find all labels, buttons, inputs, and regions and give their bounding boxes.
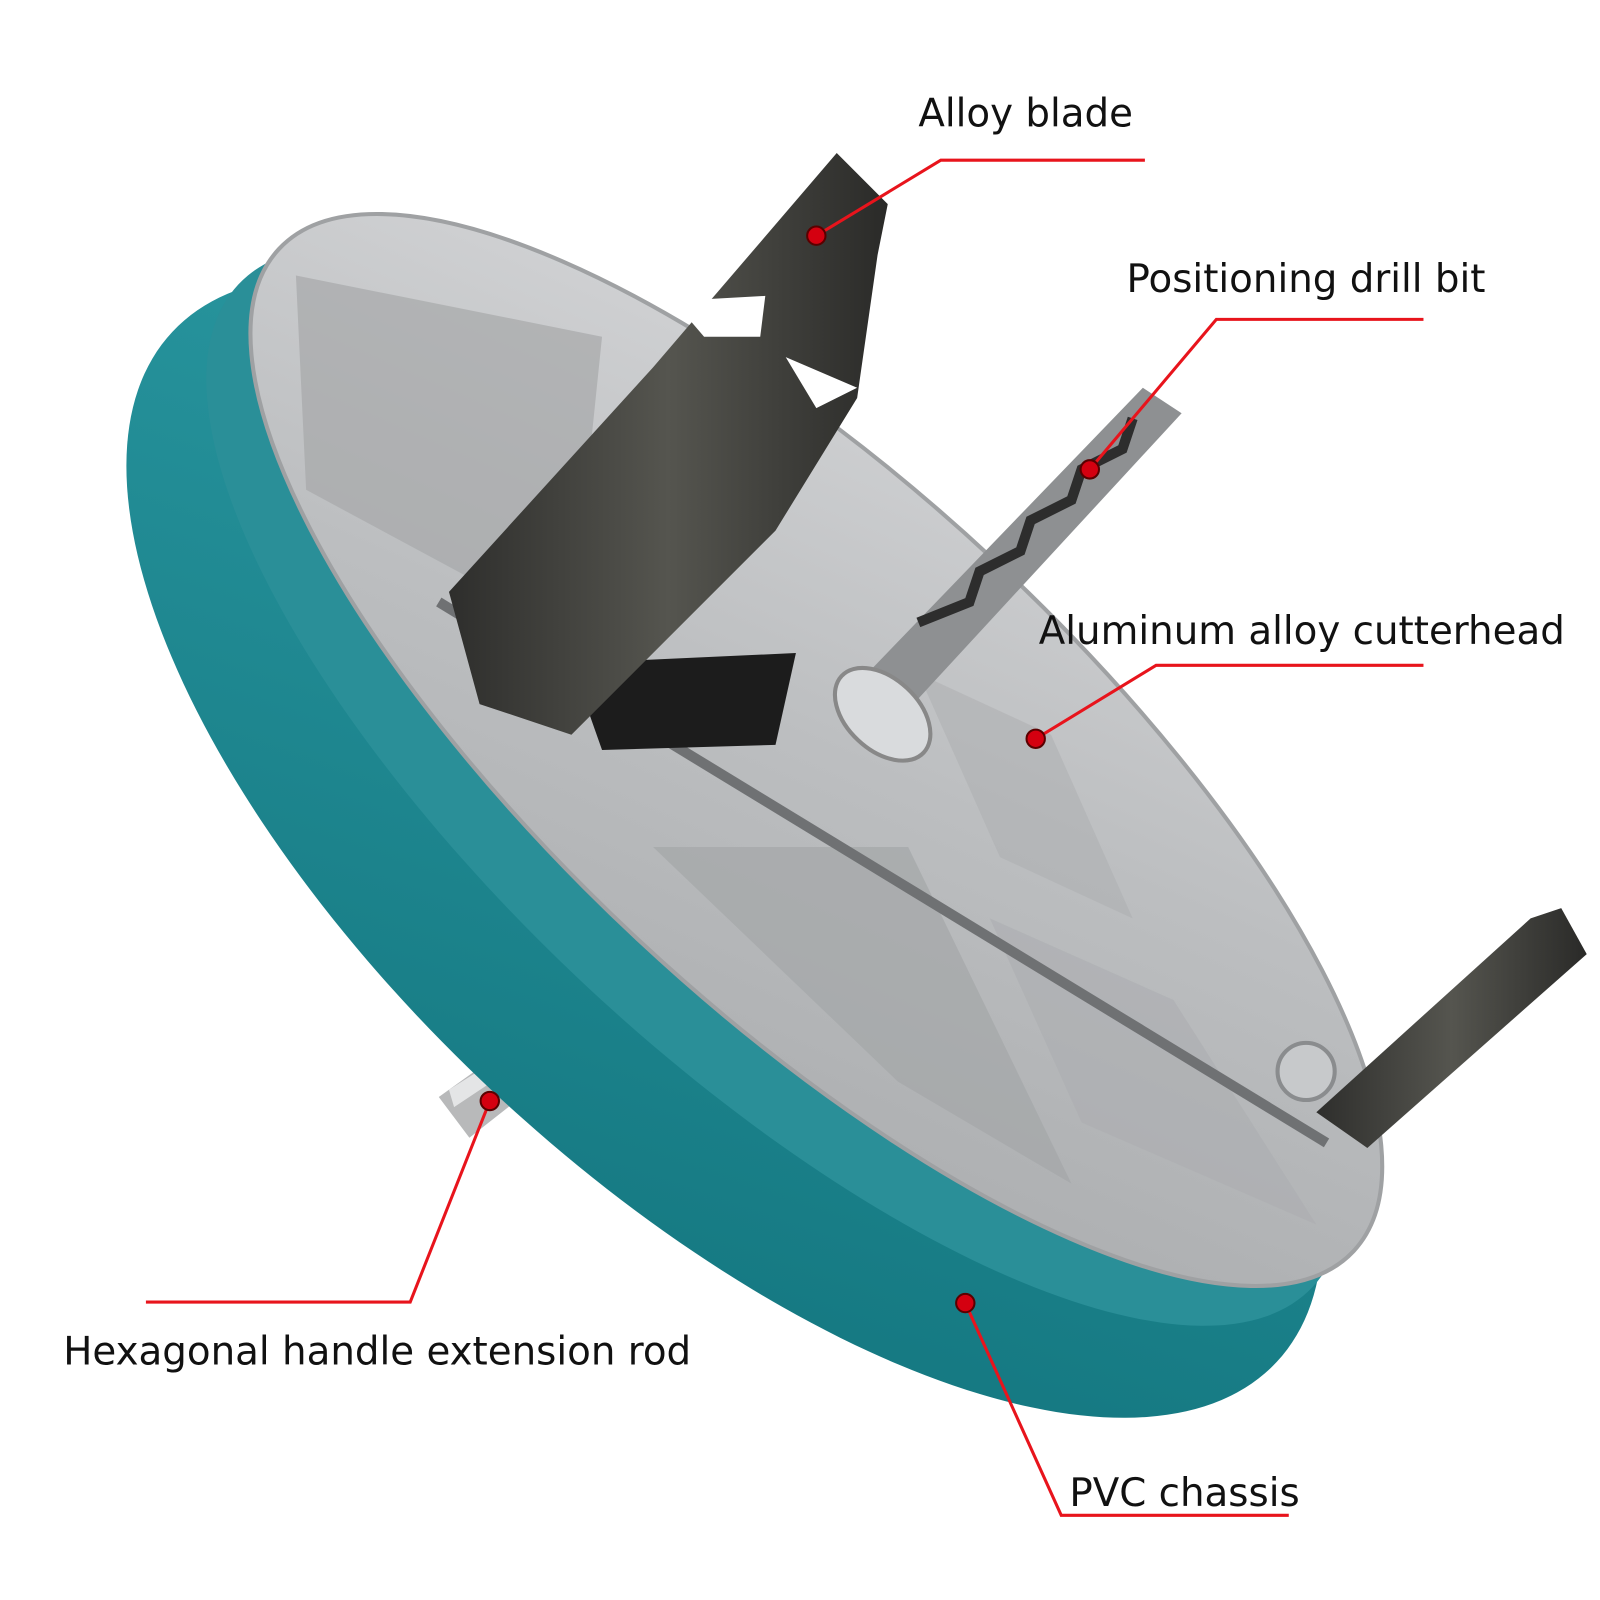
drill-bit [832,387,1182,763]
dot-drill-bit [1079,459,1100,480]
aluminum-cutterhead [248,211,1385,1289]
leader-alloy-blade [815,158,1145,238]
label-aluminum-alloy-cutterhead: Aluminum alloy cutterhead [1039,609,1565,654]
leader-pvc-chassis [963,1302,1289,1517]
label-positioning-drill-bit: Positioning drill bit [1127,257,1486,302]
leader-drill-bit [1088,317,1424,471]
dot-hex-rod [479,1090,500,1112]
label-alloy-blade: Alloy blade [918,92,1133,137]
alloy-blade [448,153,888,735]
dot-alloy-blade [806,225,827,246]
leader-cutterhead [1034,663,1424,741]
leader-hex-rod [145,1100,492,1304]
dot-cutterhead [1025,728,1046,749]
label-pvc-chassis: PVC chassis [1069,1471,1299,1516]
dot-pvc-chassis [955,1292,976,1314]
label-hexagonal-handle-extension-rod: Hexagonal handle extension rod [63,1329,691,1374]
outer-blade [1275,908,1587,1148]
